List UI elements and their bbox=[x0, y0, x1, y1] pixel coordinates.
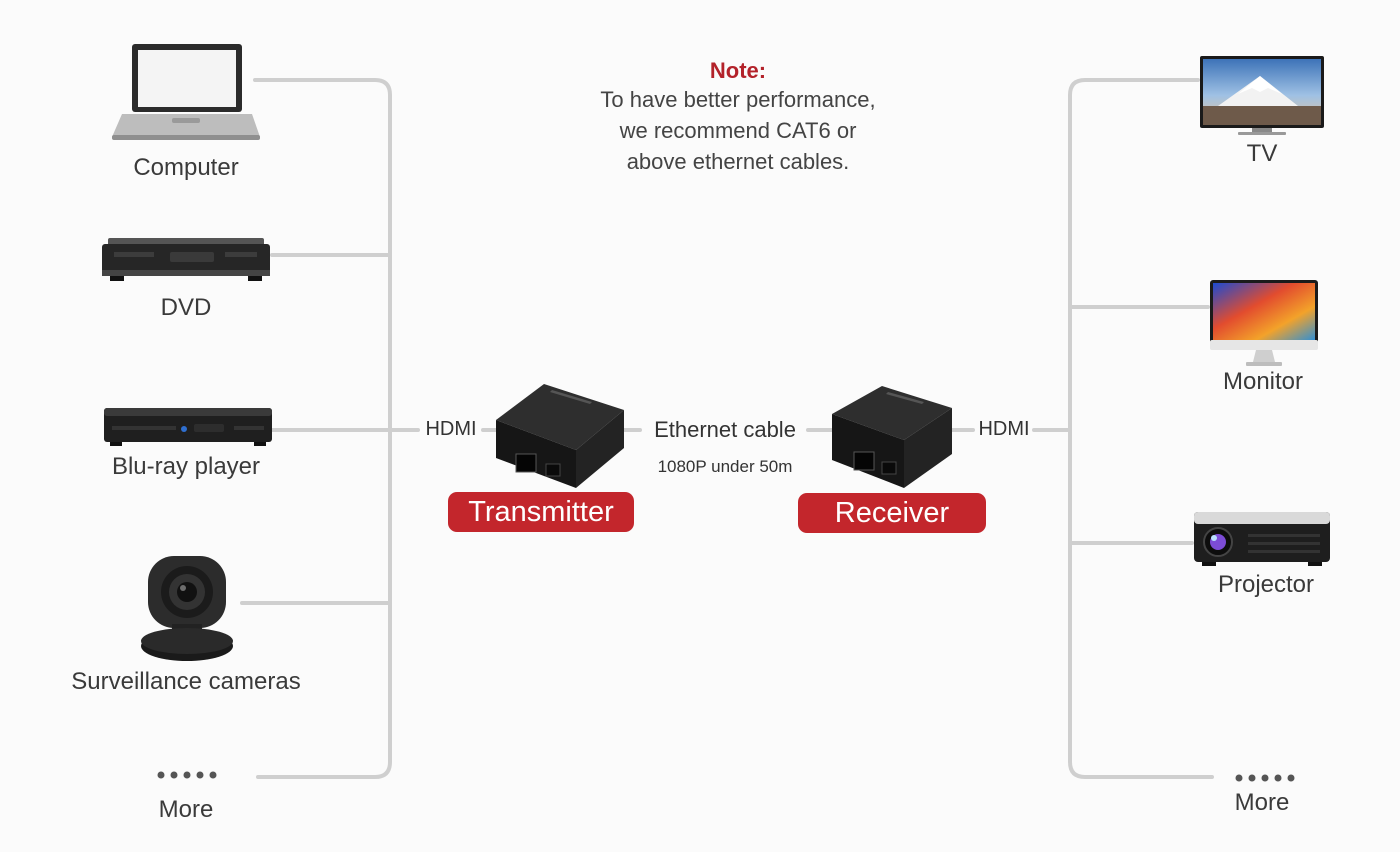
projector-icon bbox=[1194, 512, 1330, 566]
note-title: Note: bbox=[709, 58, 767, 83]
note-line: To have better performance, bbox=[600, 87, 876, 112]
bluray-player-icon bbox=[104, 408, 272, 446]
ethernet-cable-label: Ethernet cable bbox=[654, 417, 796, 442]
display-label-tv: TV bbox=[1246, 140, 1278, 167]
source-label-dvd: DVD bbox=[160, 294, 212, 321]
more-dots-icon bbox=[1235, 774, 1295, 782]
receiver-device-icon bbox=[832, 386, 952, 488]
more-dots-icon bbox=[157, 771, 217, 779]
source-label-computer: Computer bbox=[133, 154, 239, 181]
source-label-bluray: Blu-ray player bbox=[111, 453, 261, 480]
display-label-monitor: Monitor bbox=[1222, 368, 1304, 395]
transmitter-badge: Transmitter bbox=[448, 492, 634, 532]
cable-spec-label: 1080P under 50m bbox=[657, 457, 793, 476]
receiver-badge: Receiver bbox=[798, 493, 986, 533]
note-line: above ethernet cables. bbox=[626, 149, 850, 174]
laptop-icon bbox=[112, 44, 260, 140]
source-label-more: More bbox=[158, 796, 214, 823]
hdmi-in-label: HDMI bbox=[425, 418, 477, 440]
note-line: we recommend CAT6 or bbox=[619, 118, 857, 143]
dvd-player-icon bbox=[102, 238, 270, 281]
hdmi-out-label: HDMI bbox=[978, 418, 1030, 440]
display-label-more: More bbox=[1234, 789, 1290, 816]
note-box: Note: To have better performance, we rec… bbox=[520, 58, 956, 177]
ptz-camera-icon bbox=[141, 556, 233, 661]
source-label-cameras: Surveillance cameras bbox=[71, 668, 301, 695]
transmitter-device-icon bbox=[496, 384, 624, 488]
tv-icon bbox=[1200, 56, 1324, 135]
monitor-icon bbox=[1210, 280, 1318, 366]
display-label-projector: Projector bbox=[1217, 571, 1315, 598]
